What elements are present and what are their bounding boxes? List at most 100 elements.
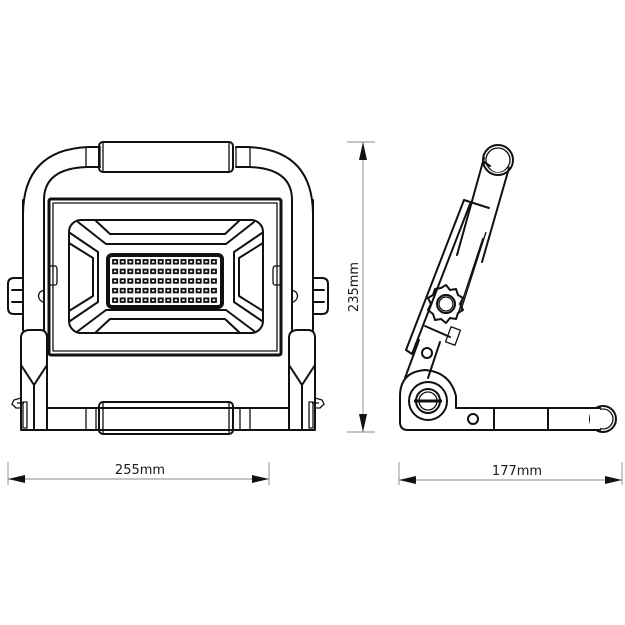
left-leg [22, 199, 45, 331]
led-chip [172, 297, 179, 303]
led-chip [165, 259, 172, 265]
led-chip [203, 278, 210, 284]
led-chip [150, 278, 157, 284]
right-leg-sleeve [288, 329, 316, 431]
led-chip [119, 268, 126, 275]
led-chip [142, 268, 149, 275]
led-chip [188, 287, 195, 294]
led-chip [127, 278, 134, 284]
depth-dimension: 177mm [398, 462, 623, 485]
led-chip [172, 278, 179, 284]
led-chip [210, 297, 217, 303]
height-label: 235mm [347, 262, 362, 312]
led-chip [203, 287, 210, 294]
side-pivot-hole [421, 347, 433, 359]
side-handle-tube [456, 157, 510, 263]
led-chip [165, 278, 172, 284]
led-array [112, 259, 217, 303]
led-chip [210, 278, 217, 284]
left-tilt-knob [7, 277, 23, 315]
led-chip [195, 268, 202, 275]
led-chip [195, 297, 202, 303]
led-chip [180, 297, 187, 303]
led-chip [210, 287, 217, 294]
led-chip [142, 259, 149, 265]
led-chip [188, 278, 195, 284]
star-knob [427, 284, 464, 324]
led-chip [150, 297, 157, 303]
led-chip [134, 297, 141, 303]
led-chip [119, 297, 126, 303]
handle-end-cap-top [482, 144, 514, 176]
right-leg [291, 199, 314, 331]
led-chip [119, 278, 126, 284]
led-chip [127, 259, 134, 265]
side-view [399, 144, 617, 433]
led-chip [150, 268, 157, 275]
led-chip [150, 287, 157, 294]
top-grip [98, 141, 234, 173]
led-chip [142, 287, 149, 294]
left-leg-sleeve [20, 329, 48, 431]
frame-tube-inner [43, 166, 293, 201]
bottom-grip [98, 401, 234, 435]
led-chip [210, 259, 217, 265]
lamp-housing [47, 197, 283, 357]
led-chip [157, 287, 164, 294]
led-chip [112, 297, 119, 303]
handle-joint-right [235, 147, 251, 167]
bottom-bar [46, 407, 290, 431]
led-chip [172, 259, 179, 265]
led-chip [127, 287, 134, 294]
led-chip [142, 278, 149, 284]
side-lamp-body [405, 199, 471, 355]
led-chip [195, 278, 202, 284]
led-chip [188, 297, 195, 303]
led-chip [157, 278, 164, 284]
led-chip [180, 259, 187, 265]
led-chip [180, 278, 187, 284]
led-chip [127, 268, 134, 275]
led-chip [172, 268, 179, 275]
led-chip [119, 259, 126, 265]
pivot-hub [399, 369, 495, 431]
led-chip [195, 259, 202, 265]
led-chip [112, 259, 119, 265]
right-tilt-knob [313, 277, 329, 315]
led-chip [188, 259, 195, 265]
width-label: 255mm [115, 463, 165, 478]
led-chip [134, 287, 141, 294]
led-chip [165, 297, 172, 303]
height-dimension: 235mm [347, 141, 375, 433]
depth-label: 177mm [492, 464, 542, 479]
led-chip [157, 259, 164, 265]
led-chip [134, 259, 141, 265]
led-chip [180, 287, 187, 294]
led-chip [119, 287, 126, 294]
led-chip [112, 278, 119, 284]
led-chip [195, 287, 202, 294]
led-chip [150, 259, 157, 265]
led-chip [134, 268, 141, 275]
reflector-frame [68, 219, 264, 334]
led-chip [210, 268, 217, 275]
led-chip [142, 297, 149, 303]
led-chip [203, 268, 210, 275]
led-chip [203, 297, 210, 303]
led-chip [172, 287, 179, 294]
led-chip [134, 278, 141, 284]
led-chip [127, 297, 134, 303]
led-chip [112, 287, 119, 294]
front-view [7, 141, 329, 435]
led-chip [112, 268, 119, 275]
side-foot-tube [493, 407, 601, 431]
led-chip [157, 297, 164, 303]
led-chip [165, 268, 172, 275]
led-chip [180, 268, 187, 275]
led-chip [188, 268, 195, 275]
led-chip [157, 268, 164, 275]
handle-joint-left [85, 147, 101, 167]
led-chip [203, 259, 210, 265]
width-dimension: 255mm [7, 462, 270, 485]
